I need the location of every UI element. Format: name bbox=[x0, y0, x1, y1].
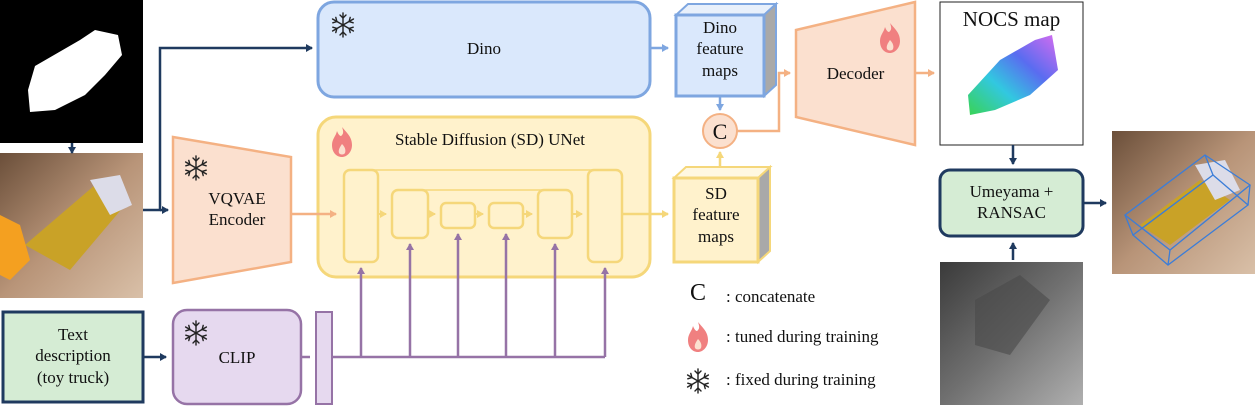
legend-concat-symbol: C bbox=[690, 280, 707, 306]
unet-block-2 bbox=[390, 188, 430, 240]
umeyama-line-1: Umeyama + bbox=[969, 182, 1054, 201]
legend-snowflake-icon bbox=[686, 368, 710, 394]
decoder-label: Decoder bbox=[826, 64, 885, 83]
legend-concat-label: : concatenate bbox=[726, 287, 816, 306]
sd-feature-line-3: maps bbox=[698, 226, 734, 246]
depth-truck-shape bbox=[975, 275, 1050, 355]
sd-feature-maps-label: SD feature maps bbox=[674, 183, 758, 247]
umeyama-label: Umeyama + RANSAC bbox=[940, 181, 1083, 224]
text-desc-line-1: Text bbox=[58, 325, 88, 344]
unet-block-3 bbox=[439, 201, 477, 230]
nocs-map-shape bbox=[968, 35, 1058, 115]
nocs-map-title: NOCS map bbox=[962, 7, 1061, 31]
dino-box bbox=[316, 0, 652, 99]
sd-feature-side bbox=[757, 164, 771, 265]
unet-block-6 bbox=[586, 168, 624, 264]
dino-feature-maps-box bbox=[674, 13, 766, 98]
mask-silhouette bbox=[28, 30, 122, 112]
sd-unet-title: Stable Diffusion (SD) UNet bbox=[395, 130, 585, 149]
dino-feature-side bbox=[763, 1, 777, 99]
arrow-crop-to-dino bbox=[143, 44, 313, 212]
rgb-truck-cab bbox=[90, 175, 132, 215]
unet-block-5 bbox=[536, 188, 574, 240]
dino-label: Dino bbox=[467, 39, 501, 58]
rgb-truck-body bbox=[25, 185, 125, 270]
umeyama-line-2: RANSAC bbox=[977, 203, 1046, 223]
unet-block-4 bbox=[487, 201, 525, 230]
text-desc-line-2: description bbox=[35, 346, 111, 366]
legend-tuned-label: : tuned during training bbox=[726, 327, 879, 346]
output-truck-cab bbox=[1195, 160, 1240, 200]
text-desc-line-3: (toy truck) bbox=[36, 367, 110, 387]
output-truck-body bbox=[1140, 180, 1230, 245]
vqvae-line-2: Encoder bbox=[208, 210, 266, 230]
vqvae-encoder-label: VQVAE Encoder bbox=[173, 188, 301, 231]
clip-label: CLIP bbox=[218, 348, 256, 367]
dino-feature-line-1: Dino bbox=[703, 18, 737, 37]
output-bounding-box bbox=[1123, 154, 1252, 266]
dino-feature-line-2: feature bbox=[696, 39, 744, 59]
unet-internal-arrows bbox=[361, 169, 603, 218]
sd-feature-top bbox=[671, 166, 773, 179]
legend-fixed-label: : fixed during training bbox=[726, 370, 876, 389]
dino-feature-line-3: maps bbox=[702, 60, 738, 80]
text-description-label: Text description (toy truck) bbox=[3, 324, 143, 388]
concat-symbol: C bbox=[712, 119, 728, 144]
arrow-concat-to-decoder bbox=[737, 69, 791, 133]
vqvae-line-1: VQVAE bbox=[208, 189, 266, 208]
dino-feature-maps-label: Dino feature maps bbox=[676, 17, 764, 81]
sd-feature-line-2: feature bbox=[692, 205, 740, 225]
clip-embedding-bar bbox=[315, 311, 333, 405]
sd-feature-maps-box bbox=[672, 176, 760, 264]
legend-flame-icon bbox=[688, 322, 708, 352]
rgb-orange-object bbox=[0, 215, 30, 280]
conditioning-arrows bbox=[332, 233, 609, 359]
text-description-box bbox=[1, 310, 145, 404]
dino-feature-top bbox=[673, 3, 779, 16]
sd-feature-line-1: SD bbox=[705, 184, 727, 203]
unet-block-1 bbox=[342, 168, 380, 264]
